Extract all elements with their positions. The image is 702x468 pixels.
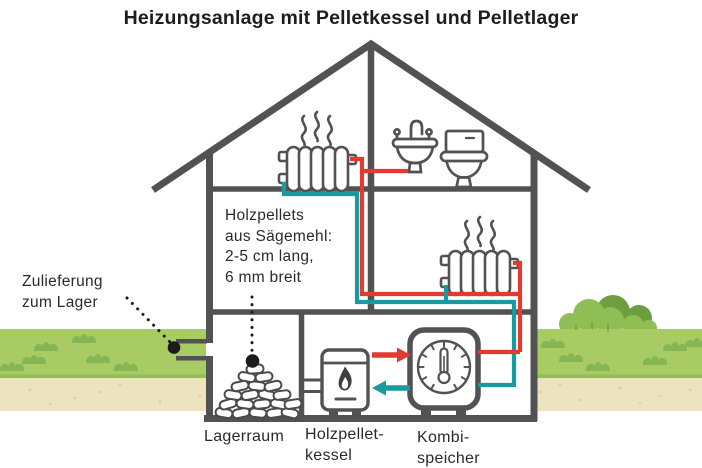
soil-speckles — [28, 383, 692, 406]
storage-room-label: Lagerraum — [204, 428, 285, 445]
buffer-tank-icon — [407, 327, 481, 417]
delivery-label-line: Zulieferung — [22, 273, 103, 290]
page-title: Heizungsanlage mit Pelletkessel und Pell… — [123, 7, 579, 29]
sink-icon — [391, 119, 439, 174]
hot-flow-arrow — [372, 347, 411, 363]
boiler-label: Holzpellet- kessel — [305, 424, 384, 466]
pellet-boiler-icon — [304, 348, 370, 416]
return-flow-arrow — [372, 380, 410, 396]
pipe-hot — [350, 156, 523, 352]
annotation-leaders — [125, 295, 254, 354]
pellets-note-line: 2-5 cm lang, — [225, 248, 314, 265]
house-structure — [151, 39, 591, 422]
pellets-note-line: Holzpellets — [225, 207, 305, 224]
tank-label: Kombi- speicher — [417, 427, 480, 468]
pellets-note-line: aus Sägemehl: — [225, 227, 333, 245]
radiator-icon — [439, 249, 520, 297]
pellets-note-line: 6 mm breit — [225, 268, 302, 286]
roof — [151, 39, 591, 193]
connection-dot-icon — [167, 341, 181, 354]
thermostat-gauge-icon — [416, 339, 472, 395]
pipe-cold — [281, 182, 517, 388]
delivery-label: Zulieferung zum Lager — [22, 272, 103, 313]
delivery-leader — [125, 296, 173, 345]
tank-label-line: speicher — [417, 450, 480, 467]
pellet-pile-icon — [214, 363, 303, 420]
tank-label-line: Kombi- — [417, 429, 470, 446]
delivery-label-line: zum Lager — [22, 293, 98, 311]
delivery-chute-icon — [176, 339, 207, 361]
radiator-icon — [277, 145, 358, 193]
toilet-icon — [439, 129, 489, 189]
pellets-note: Holzpellets aus Sägemehl: 2-5 cm lang, 6… — [225, 206, 332, 288]
bush-blades — [575, 322, 609, 331]
boiler-label-line: Holzpellet- — [305, 426, 384, 443]
boiler-label-line: kessel — [305, 447, 353, 464]
flame-icon — [338, 366, 352, 391]
connection-dot-icon — [245, 354, 260, 368]
